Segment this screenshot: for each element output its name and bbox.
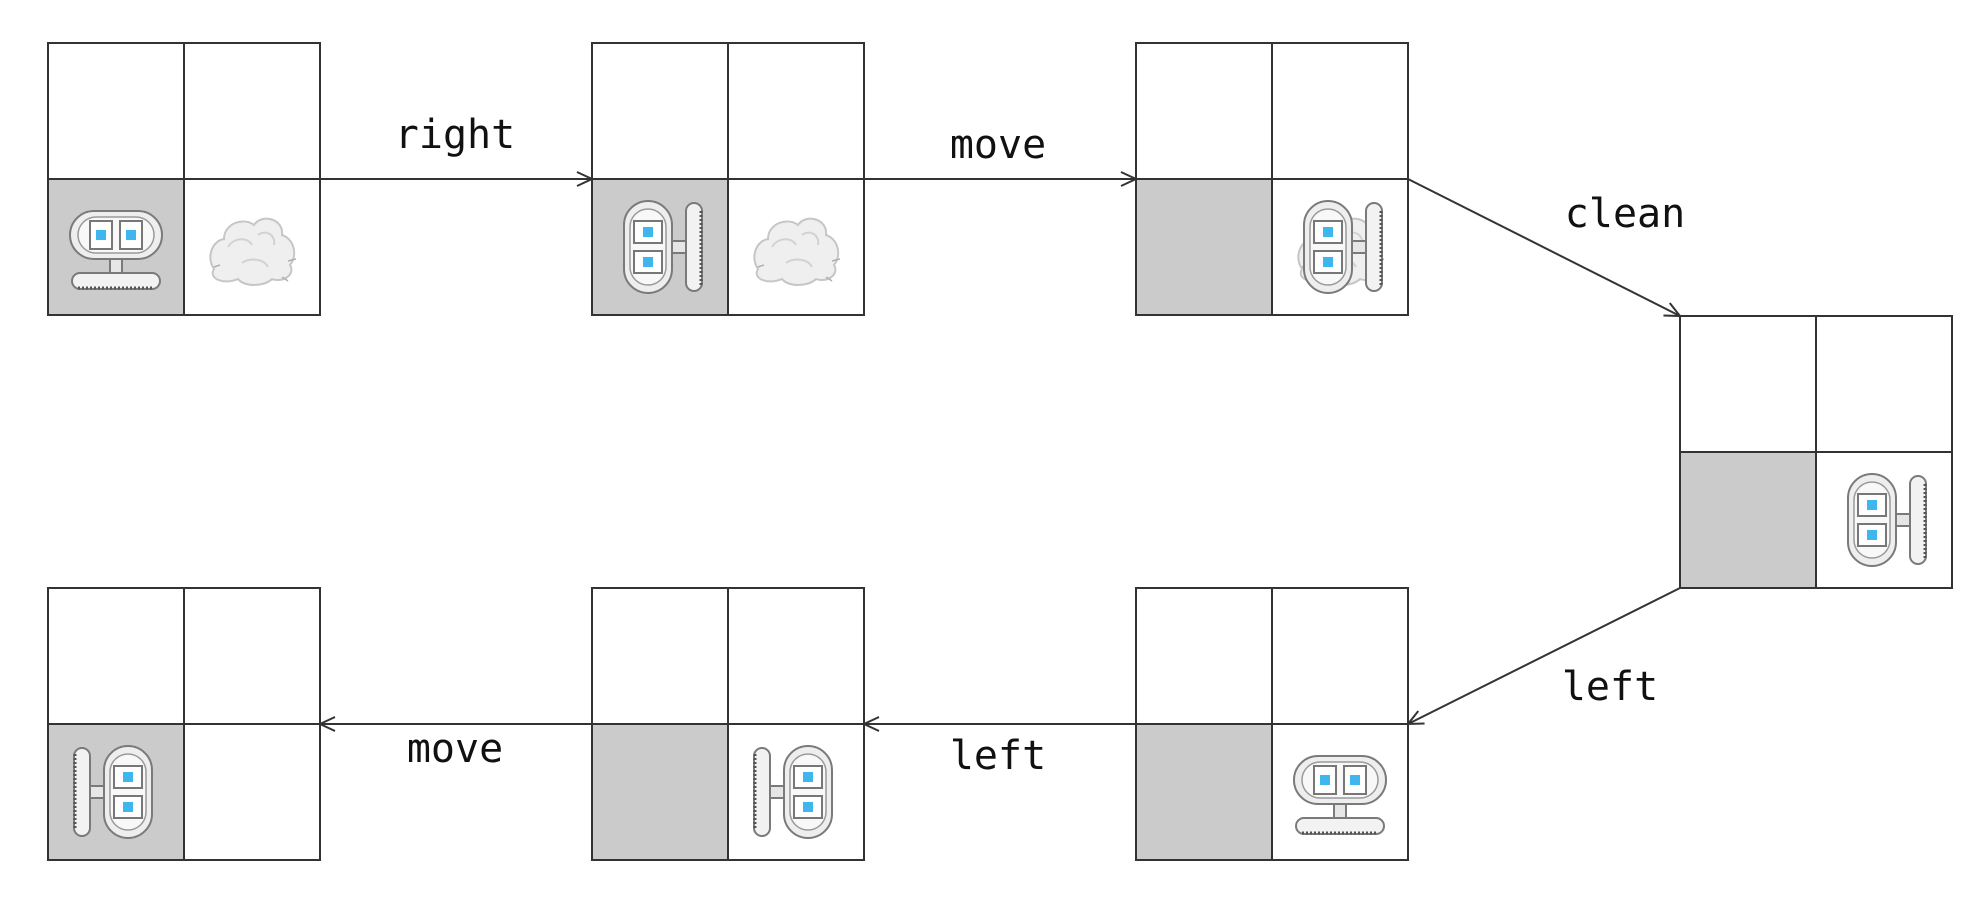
robot-icon [1292, 754, 1388, 836]
robot-icon [622, 199, 704, 295]
state-grid-1 [47, 42, 321, 316]
grid-cell-bottom-right [183, 723, 321, 861]
grid-cell-top-right [1815, 315, 1953, 453]
state-grid-4 [1679, 315, 1953, 589]
transition-arrow [1407, 178, 1683, 318]
transition-arrow [1405, 587, 1681, 726]
grid-cell-top-left [47, 42, 185, 180]
grid-cell-top-right [727, 42, 865, 180]
action-label-move: move [407, 726, 503, 772]
grid-cell-top-right [183, 42, 321, 180]
grid-cell-bottom-left [1135, 178, 1273, 316]
grid-cell-bottom-left [47, 178, 185, 316]
grid-cell-top-right [1271, 587, 1409, 725]
robot-icon [1846, 472, 1928, 568]
robot-icon [72, 744, 154, 840]
grid-cell-top-left [1135, 42, 1273, 180]
grid-cell-top-right [183, 587, 321, 725]
grid-cell-top-left [1679, 315, 1817, 453]
robot-icon [1302, 199, 1384, 295]
grid-cell-bottom-left [1679, 451, 1817, 589]
robot-icon [752, 744, 834, 840]
grid-cell-top-left [591, 587, 729, 725]
grid-cell-top-left [1135, 587, 1273, 725]
action-label-left: left [1562, 664, 1658, 710]
grid-cell-top-right [727, 587, 865, 725]
state-grid-5 [1135, 587, 1409, 861]
grid-cell-top-left [47, 587, 185, 725]
grid-cell-top-right [1271, 42, 1409, 180]
state-grid-6 [591, 587, 865, 861]
state-grid-3 [1135, 42, 1409, 316]
action-label-clean: clean [1565, 191, 1685, 237]
state-grid-2 [591, 42, 865, 316]
grid-cell-bottom-left [1135, 723, 1273, 861]
grid-cell-bottom-left [591, 723, 729, 861]
action-label-right: right [395, 112, 515, 158]
action-label-move: move [950, 122, 1046, 168]
state-grid-7 [47, 587, 321, 861]
robot-icon [68, 209, 164, 291]
grid-cell-top-left [591, 42, 729, 180]
action-label-left: left [950, 733, 1046, 779]
